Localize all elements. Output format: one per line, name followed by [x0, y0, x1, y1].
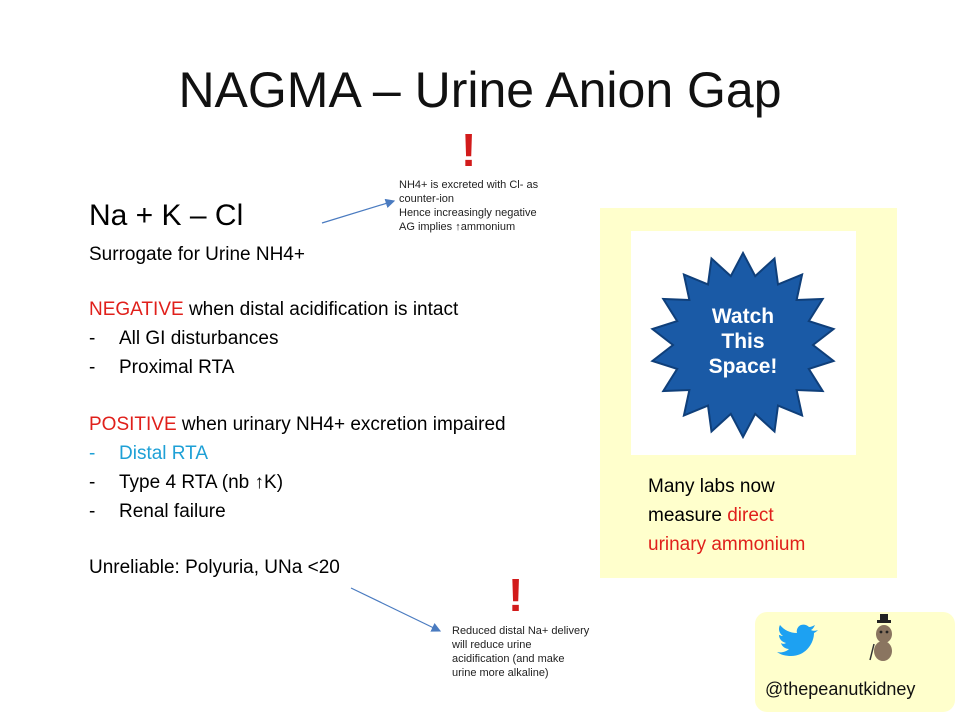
panel-highlight: urinary ammonium: [648, 534, 806, 555]
list-item-label: Distal RTA: [119, 443, 209, 464]
badge-line: Watch: [712, 305, 774, 328]
social-icons: [777, 614, 892, 661]
social-footer: @thepeanutkidney: [755, 612, 955, 712]
list-item-label: Type 4 RTA (nb ↑K): [119, 472, 284, 493]
list-item-label: All GI disturbances: [119, 328, 279, 349]
positive-keyword: POSITIVE: [89, 414, 177, 435]
twitter-handle[interactable]: @thepeanutkidney: [765, 679, 916, 699]
list-item: - All GI disturbances: [89, 324, 278, 353]
formula: Na + K – Cl: [89, 199, 244, 232]
panel-line: measure direct: [648, 501, 888, 530]
watch-this-space-badge: Watch This Space!: [631, 231, 856, 455]
note-bottom: Reduced distal Na+ delivery will reduce …: [452, 624, 589, 680]
surrogate-text: Surrogate for Urine NH4+: [89, 244, 305, 265]
exclamation-icon-top: !: [461, 124, 477, 176]
list-item: - Renal failure: [89, 497, 226, 526]
positive-heading: POSITIVE when urinary NH4+ excretion imp…: [89, 410, 506, 439]
note-bottom-line: acidification (and make: [452, 653, 565, 665]
list-item: - Type 4 RTA (nb ↑K): [89, 468, 283, 497]
panel-highlight: direct: [727, 505, 774, 526]
starburst-icon: Watch This Space!: [650, 250, 836, 440]
peanut-mascot-icon: [869, 614, 892, 661]
negative-rest: when distal acidification is intact: [183, 299, 459, 320]
note-bottom-line: Reduced distal Na+ delivery: [452, 625, 590, 637]
note-top-line: counter-ion: [399, 193, 455, 205]
note-top-line: AG implies ↑ammonium: [399, 221, 516, 233]
note-bottom-line: will reduce urine: [452, 639, 532, 651]
arrow-unreliable-to-note: [350, 587, 442, 632]
twitter-bird-icon[interactable]: [777, 624, 818, 656]
bullet-dash: -: [89, 357, 96, 378]
panel-line-part: measure: [648, 505, 728, 526]
list-item-label: Proximal RTA: [119, 357, 235, 378]
note-bottom-line: urine more alkaline): [452, 667, 549, 679]
slide-title: NAGMA – Urine Anion Gap: [178, 62, 782, 118]
unreliable-text: Unreliable: Polyuria, UNa <20: [89, 557, 340, 578]
negative-keyword: NEGATIVE: [89, 299, 184, 320]
info-panel: Watch This Space! Many labs now measure …: [600, 208, 897, 578]
list-item: - Distal RTA: [89, 439, 208, 468]
positive-rest: when urinary NH4+ excretion impaired: [176, 414, 506, 435]
note-top: NH4+ is excreted with Cl- as counter-ion…: [399, 178, 538, 234]
bullet-dash: -: [89, 443, 96, 464]
list-item-label: Renal failure: [119, 501, 226, 522]
list-item: - Proximal RTA: [89, 353, 234, 382]
panel-text: Many labs now measure direct urinary amm…: [648, 472, 888, 559]
note-top-line: Hence increasingly negative: [399, 207, 537, 219]
bullet-dash: -: [89, 328, 96, 349]
badge-line: This: [721, 330, 764, 353]
arrow-formula-to-note: [321, 198, 396, 224]
panel-line: Many labs now: [648, 476, 775, 497]
note-top-line: NH4+ is excreted with Cl- as: [399, 179, 539, 191]
bullet-dash: -: [89, 472, 96, 493]
negative-heading: NEGATIVE when distal acidification is in…: [89, 295, 458, 324]
badge-line: Space!: [709, 355, 778, 378]
bullet-dash: -: [89, 501, 96, 522]
exclamation-icon-bottom: !: [508, 569, 524, 621]
